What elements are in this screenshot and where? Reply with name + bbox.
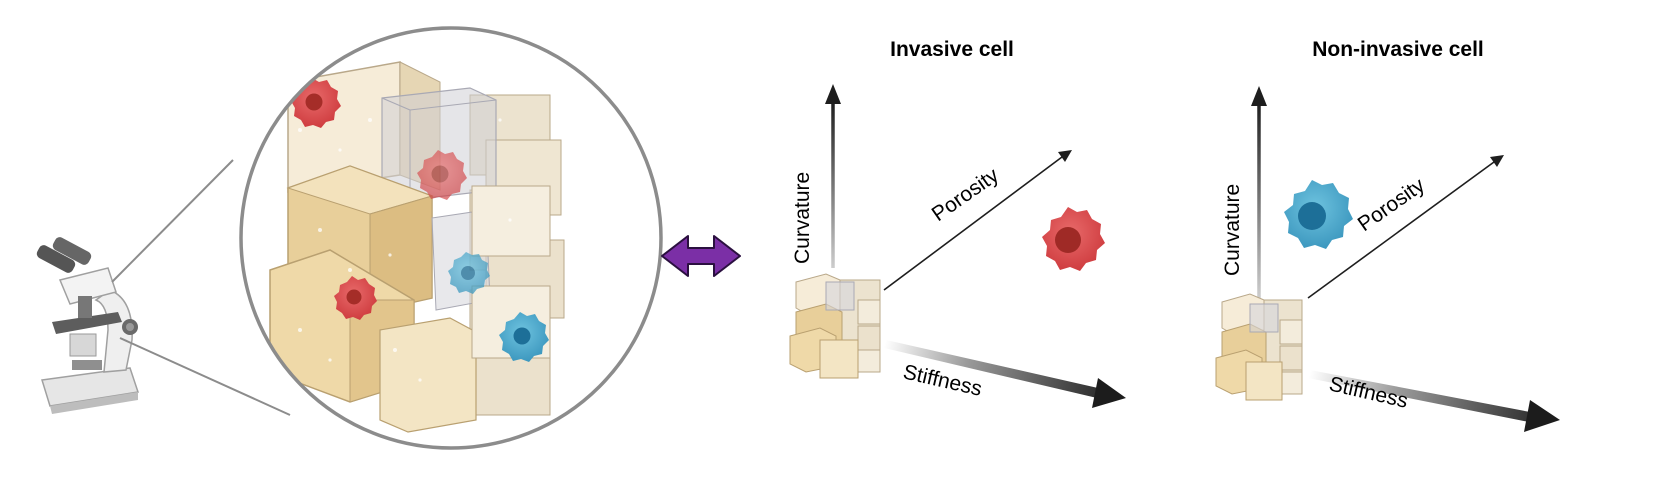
panel-invasive: Invasive cell Curvature Porosity Stiffne… xyxy=(789,38,1126,408)
scaffold-block xyxy=(379,317,477,433)
pore-texture xyxy=(298,118,512,382)
microscope-icon xyxy=(36,237,139,414)
axis-arrowhead xyxy=(1490,155,1504,167)
axis-label-curvature: Curvature xyxy=(791,172,814,264)
axis-arrowhead xyxy=(1524,400,1560,432)
panel-title: Non-invasive cell xyxy=(1312,38,1484,61)
axis-arrowhead xyxy=(825,84,841,104)
axis-arrowhead xyxy=(1092,378,1126,408)
zoom-line-top xyxy=(111,159,234,283)
porous-scaffold-icon xyxy=(789,273,881,379)
axis-label-stiffness: Stiffness xyxy=(1327,372,1410,412)
zoom-line-bottom xyxy=(119,337,291,416)
cancer-cell-invasive xyxy=(334,276,377,320)
axis-label-porosity: Porosity xyxy=(928,163,1004,226)
panel-non-invasive: Non-invasive cell Curvature Porosity Sti… xyxy=(1215,38,1560,432)
cancer-cell-invasive xyxy=(1042,207,1105,271)
axis-label-porosity: Porosity xyxy=(1354,173,1430,236)
axis-arrowhead xyxy=(1058,150,1072,162)
cancer-cell-non-invasive xyxy=(499,312,549,362)
cancer-cell-non-invasive xyxy=(448,252,490,294)
panel-title: Invasive cell xyxy=(890,38,1014,61)
lens-ring xyxy=(239,26,663,450)
cancer-cell-non-invasive xyxy=(1284,180,1353,249)
magnified-scaffold-view xyxy=(239,26,663,450)
axis-arrowhead xyxy=(1251,86,1267,106)
axis-label-curvature: Curvature xyxy=(1221,184,1244,276)
cancer-cell-invasive xyxy=(417,150,467,200)
porous-scaffold-icon xyxy=(1215,293,1303,401)
double-arrow-icon xyxy=(661,235,741,277)
